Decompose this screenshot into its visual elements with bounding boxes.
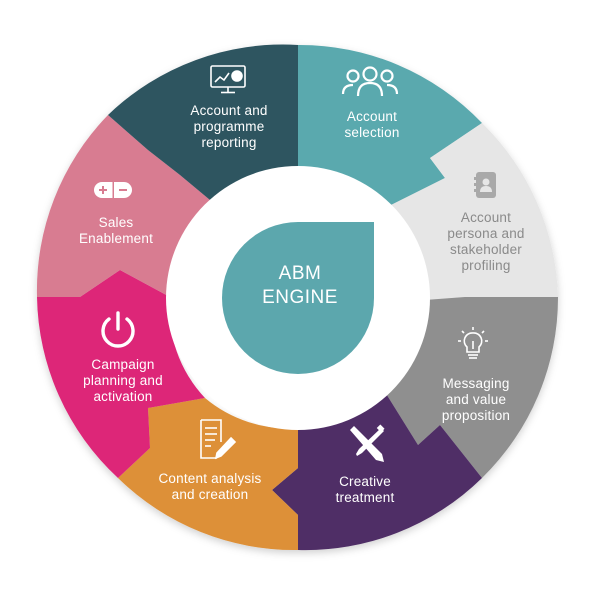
power-icon	[101, 311, 135, 348]
segment-account-selection	[298, 44, 482, 209]
center-teardrop	[222, 222, 374, 374]
segment-content	[118, 398, 298, 551]
label-sales: Sales Enablement	[78, 215, 154, 246]
segment-sales	[36, 115, 211, 297]
label-messaging: Messaging and value proposition	[441, 376, 511, 423]
monitor-chart-icon	[210, 65, 246, 94]
label-account-selection: Account selection	[344, 109, 400, 140]
center-label: ABM ENGINE	[262, 263, 338, 308]
segment-account-persona	[385, 123, 558, 300]
label-creative: Creative treatment	[335, 474, 395, 505]
segment-creative	[272, 392, 482, 551]
segment-campaign	[37, 270, 205, 478]
brush-pencil-icon	[350, 424, 385, 462]
label-campaign: Campaign planning and activation	[83, 357, 163, 404]
segment-reporting	[108, 44, 298, 200]
users-icon	[341, 66, 399, 97]
label-reporting: Account and programme reporting	[190, 103, 268, 150]
label-account-persona: Account persona and stakeholder profilin…	[447, 210, 525, 273]
lightbulb-icon	[458, 327, 488, 359]
segment-messaging	[385, 297, 559, 478]
address-book-icon	[474, 172, 496, 198]
battery-icon	[94, 181, 132, 199]
label-content: Content analysis and creation	[158, 471, 262, 502]
document-pencil-icon	[200, 419, 237, 460]
